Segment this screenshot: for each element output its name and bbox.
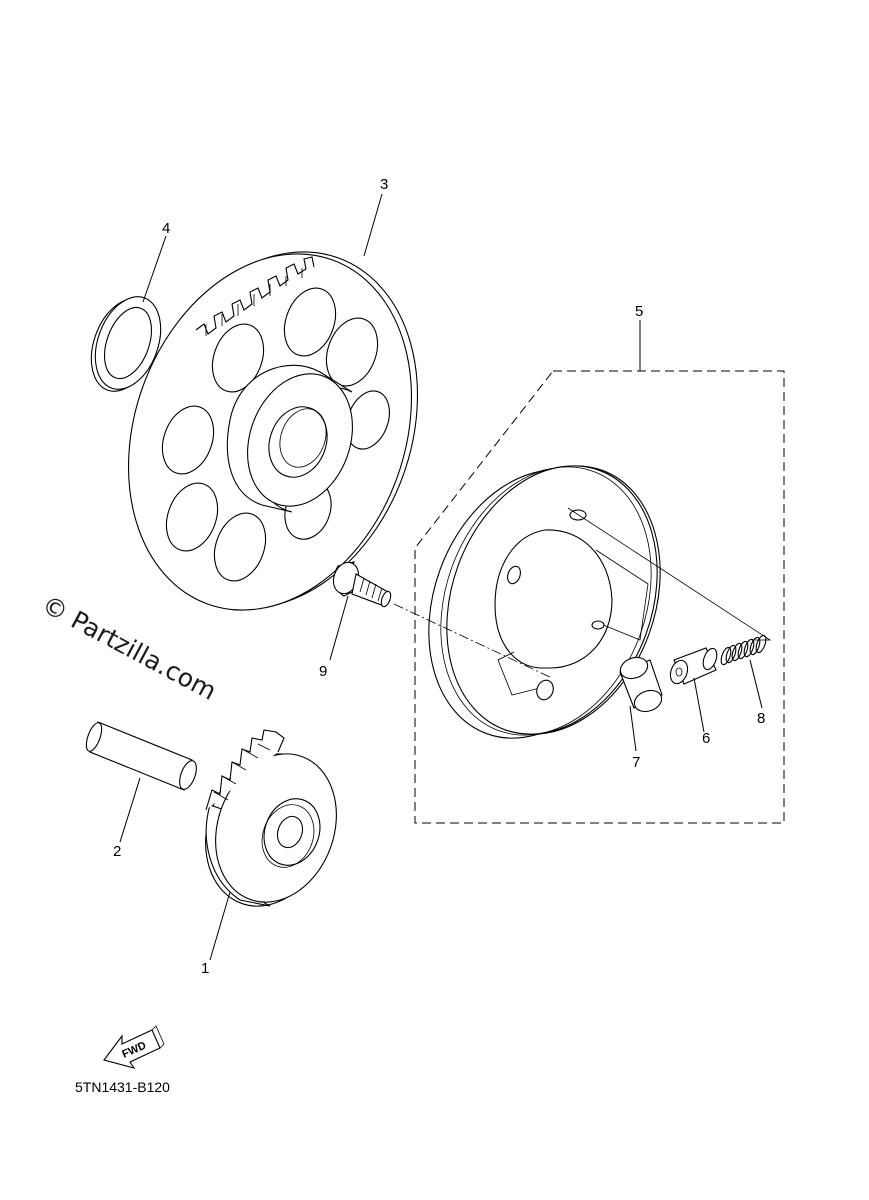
leader-lines <box>119 193 763 961</box>
gear-hub <box>226 364 353 513</box>
diagram-part-number: 5TN1431-B120 <box>75 1079 170 1095</box>
bolt-centerline <box>393 603 553 679</box>
callout-4: 4 <box>162 220 170 237</box>
callout-3: 3 <box>380 176 388 193</box>
callout-6: 6 <box>702 730 710 747</box>
callout-7: 7 <box>632 754 640 771</box>
starter-wheel-gear[interactable] <box>81 212 466 650</box>
callout-9: 9 <box>319 663 327 680</box>
gear-teeth <box>195 256 315 336</box>
shaft[interactable] <box>83 721 199 792</box>
idler-gear[interactable] <box>185 729 357 924</box>
callout-1: 1 <box>201 960 209 977</box>
one-way-clutch[interactable] <box>393 436 696 768</box>
callout-2: 2 <box>113 843 121 860</box>
watermark: © Partzilla.com <box>37 590 221 706</box>
fwd-arrow-icon: FWD <box>103 1025 165 1069</box>
spring[interactable] <box>719 634 768 666</box>
callout-8: 8 <box>757 710 765 727</box>
callout-labels: 3 4 5 9 6 7 8 2 1 <box>113 176 765 977</box>
bolt[interactable] <box>329 559 392 608</box>
callout-5: 5 <box>635 303 643 320</box>
washer[interactable] <box>79 288 172 401</box>
plunger[interactable] <box>667 647 719 686</box>
roller[interactable] <box>617 654 664 715</box>
assembly-boundary <box>414 370 785 824</box>
